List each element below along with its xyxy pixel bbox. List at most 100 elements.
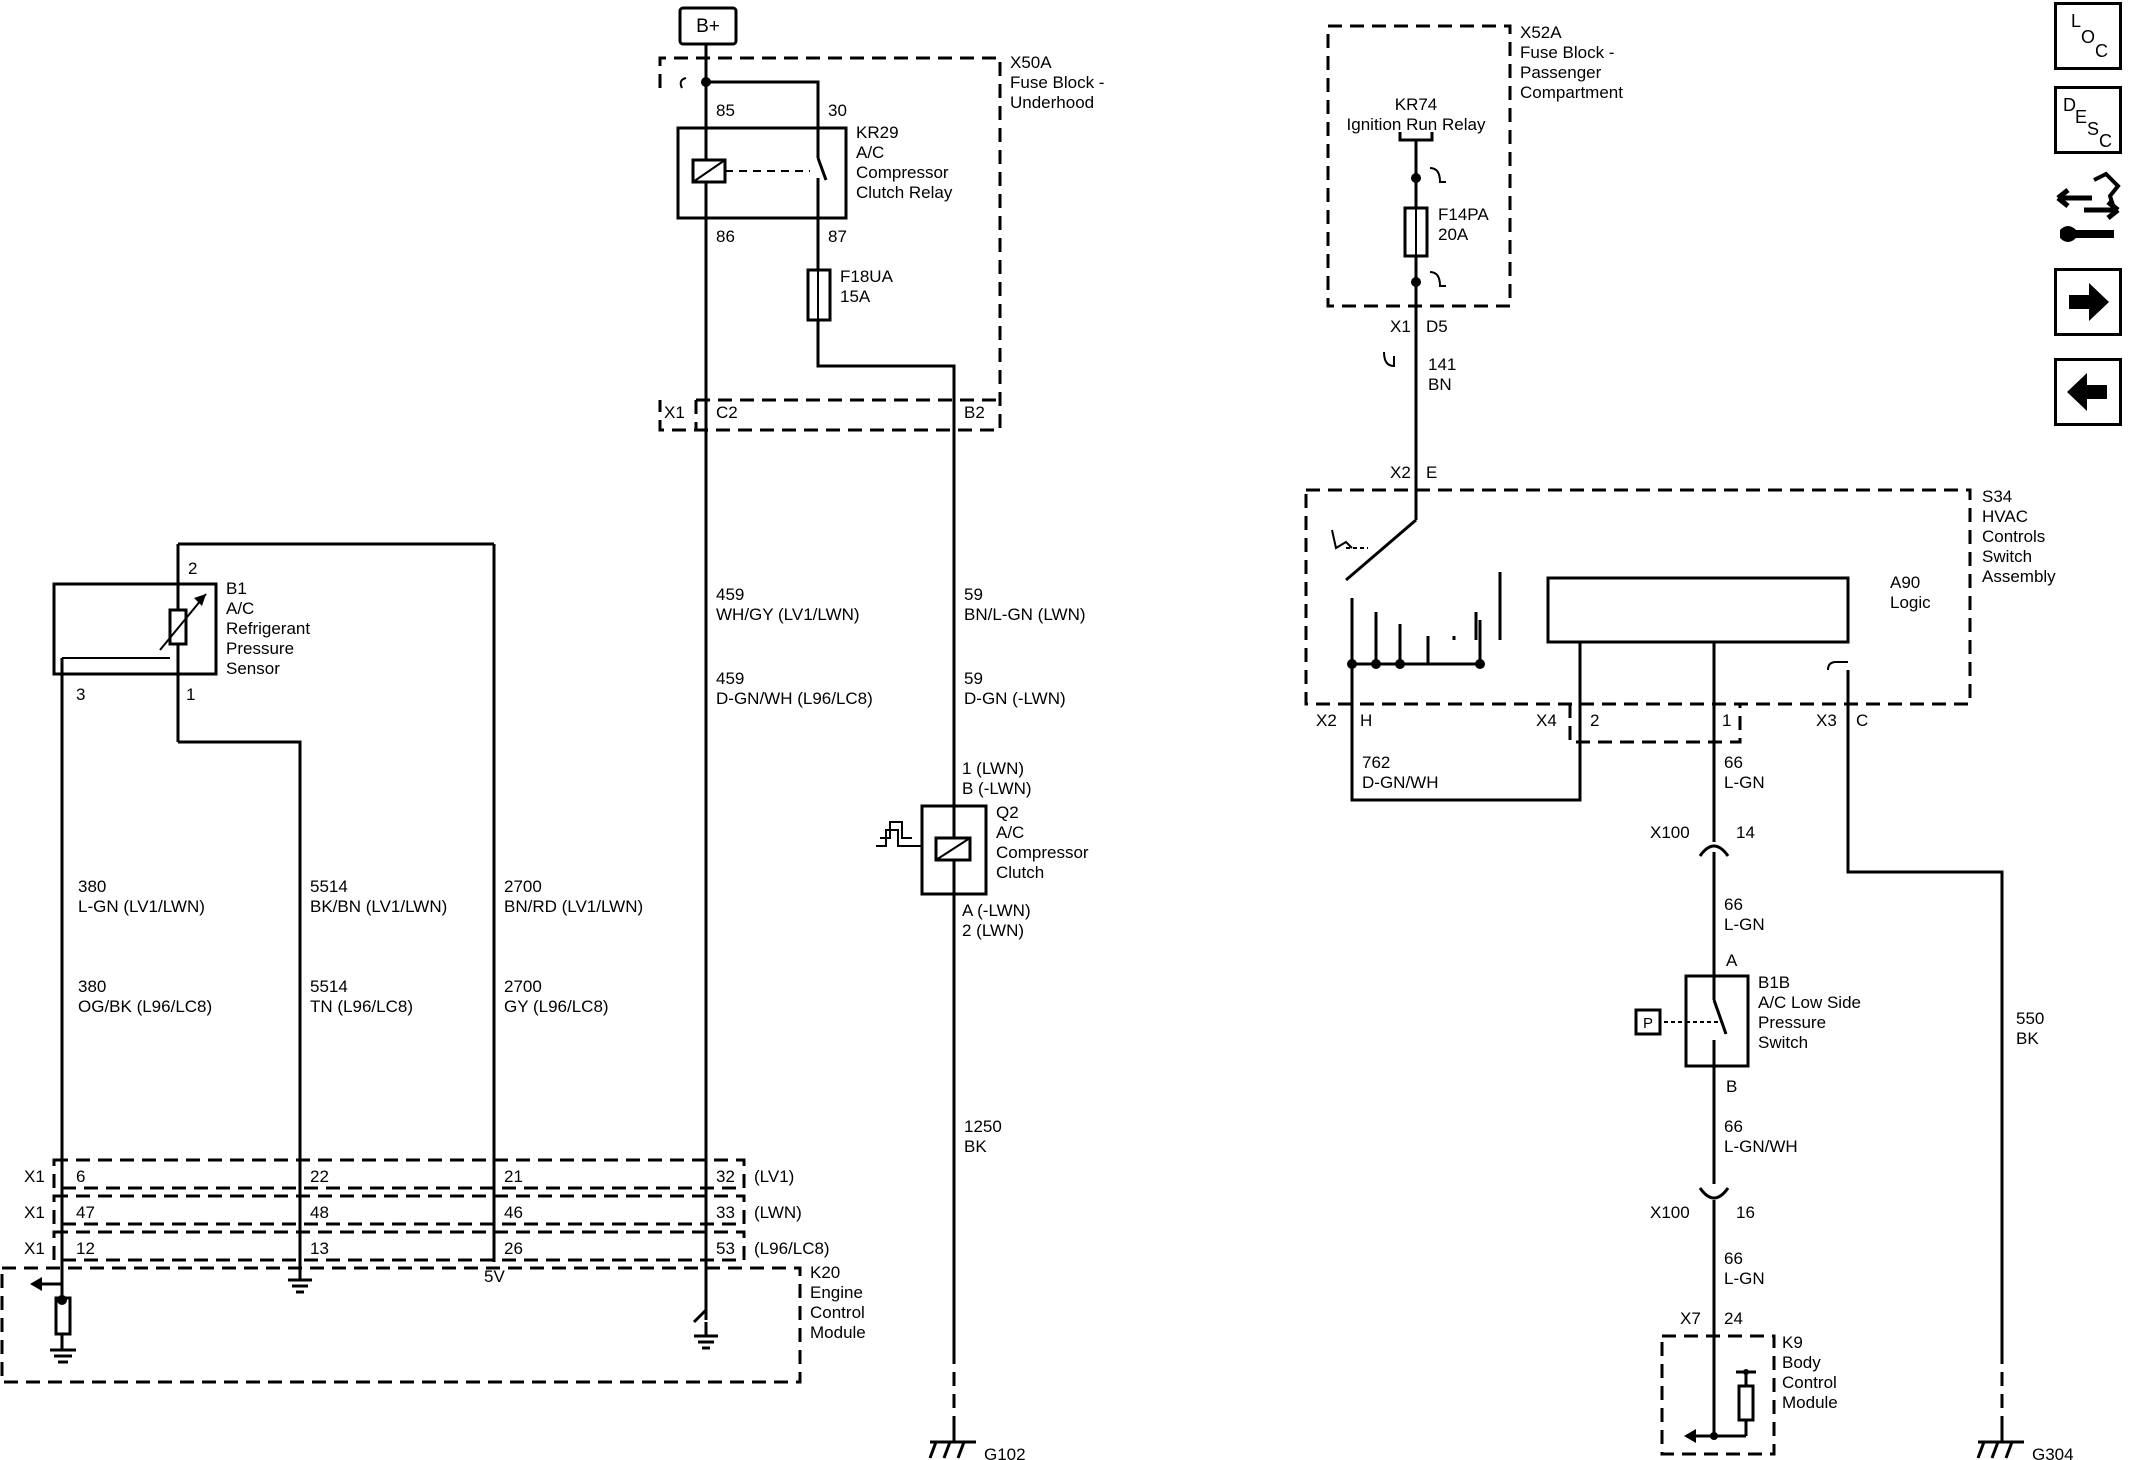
s34-e-label: E (1426, 463, 1437, 482)
b1-label-3: Pressure (226, 639, 294, 658)
kr29-pin-86: 86 (716, 227, 735, 246)
ecm-row2-option: (LWN) (754, 1203, 802, 1222)
low-side-pressure-switch: A P B1B A/C Low Side Pressure Switch B (1634, 951, 1861, 1096)
b1-label-2: Refrigerant (226, 619, 310, 638)
k9-pin-24: 24 (1724, 1309, 1743, 1328)
k20-label-3: Module (810, 1323, 866, 1342)
wire-459b-circuit: 459 (716, 669, 744, 688)
ecm-row1-option: (LV1) (754, 1167, 794, 1186)
arrow-left-icon (2067, 373, 2107, 411)
wire-5514 (178, 740, 302, 1280)
f18ua-id: F18UA (840, 267, 894, 286)
compressor-clutch-q2: 1 (LWN) B (-LWN) Q2 A/C Compressor Clutc… (876, 759, 1089, 940)
wire-380a-color: L-GN (LV1/LWN) (78, 897, 205, 916)
wire-1250-circuit: 1250 (964, 1117, 1002, 1136)
location-view-button[interactable]: L O C (2054, 2, 2122, 70)
kr29-pin-87: 87 (828, 227, 847, 246)
wire-5514b-color: TN (L96/LC8) (310, 997, 413, 1016)
s34-label-2: Controls (1982, 527, 2045, 546)
hvac-controls-switch-assembly: X2 E S34 HVAC Controls Switch Assembly A… (1304, 463, 2056, 744)
b1b-label-1: A/C Low Side (1758, 993, 1861, 1012)
wire-66c-circuit: 66 (1724, 1117, 1743, 1136)
k20-label-2: Control (810, 1303, 865, 1322)
wire-66d-circuit: 66 (1724, 1249, 1743, 1268)
ecm-connector-row-1: X1 6 22 21 32 (LV1) (24, 1158, 794, 1190)
x52a-label-3: Compartment (1520, 83, 1623, 102)
s34-label-1: HVAC (1982, 507, 2028, 526)
x52a-d5-label: D5 (1426, 317, 1448, 336)
previous-page-button[interactable] (2054, 358, 2122, 426)
battery-positive-source: B+ (678, 6, 738, 46)
x100-pin-16: 16 (1736, 1203, 1755, 1222)
x52a-label-2: Passenger (1520, 63, 1602, 82)
b1-label-4: Sensor (226, 659, 280, 678)
ecm-row3-pin-13: 13 (310, 1239, 329, 1258)
s34-id: S34 (1982, 487, 2012, 506)
wire-550-color: BK (2016, 1029, 2039, 1048)
s34-x4-label: X4 (1536, 711, 1557, 730)
wire-141-circuit: 141 (1428, 355, 1456, 374)
diagnostic-tools-button[interactable] (2054, 168, 2122, 254)
desc-letter-e: E (2075, 107, 2087, 127)
s34-x3-label: X3 (1816, 711, 1837, 730)
ecm-row2-conn: X1 (24, 1203, 45, 1222)
q2-label-2: Compressor (996, 843, 1089, 862)
ecm-row3-pin-53: 53 (716, 1239, 735, 1258)
q2-label-1: A/C (996, 823, 1024, 842)
wire-66a-circuit: 66 (1724, 753, 1743, 772)
ecm-row1-pin-21: 21 (504, 1167, 523, 1186)
fuse-f14pa: F14PA 20A (1403, 205, 1489, 258)
fuse-block-passenger-compartment: X52A Fuse Block - Passenger Compartment (1326, 23, 1623, 308)
x100-top-id: X100 (1650, 823, 1690, 842)
desc-letter-s: S (2087, 119, 2099, 139)
wire-59b-color: D-GN (-LWN) (964, 689, 1066, 708)
next-page-button[interactable] (2054, 268, 2122, 336)
loc-letter-l: L (2071, 11, 2081, 31)
wire-2700b-circuit: 2700 (504, 977, 542, 996)
kr29-label-3: Clutch Relay (856, 183, 953, 202)
wire-59a-circuit: 59 (964, 585, 983, 604)
b1b-pressure-symbol: P (1643, 1015, 1653, 1032)
x50a-label-2: Underhood (1010, 93, 1094, 112)
kr74-name: Ignition Run Relay (1347, 115, 1486, 134)
inline-connector-x100-14: X100 14 (1650, 823, 1755, 857)
b1b-label-2: Pressure (1758, 1013, 1826, 1032)
ecm-row3-pin-26: 26 (504, 1239, 523, 1258)
loc-letter-o: O (2081, 27, 2095, 47)
description-view-button[interactable]: D E S C (2054, 86, 2122, 154)
arrow-right-icon (2069, 283, 2109, 321)
ecm-row2-pin-48: 48 (310, 1203, 329, 1222)
q2-label-3: Clutch (996, 863, 1044, 882)
k20-label-1: Engine (810, 1283, 863, 1302)
wrench-arrows-icon (2056, 171, 2121, 242)
k20-id: K20 (810, 1263, 840, 1282)
q2-top-pin-2: B (-LWN) (962, 779, 1032, 798)
s34-x2-bottom-label: X2 (1316, 711, 1337, 730)
wire-66b-color: L-GN (1724, 915, 1765, 934)
fuse-f18ua: F18UA 15A (806, 218, 894, 322)
wire-762-circuit: 762 (1362, 753, 1390, 772)
wire-59b-circuit: 59 (964, 669, 983, 688)
wire-2700a-circuit: 2700 (504, 877, 542, 896)
power-source-label: B+ (696, 16, 720, 37)
q2-bottom-pin-2: 2 (LWN) (962, 921, 1024, 940)
k9-label-1: Body (1782, 1353, 1821, 1372)
wire-5514a-circuit: 5514 (310, 877, 348, 896)
b1-label-1: A/C (226, 599, 254, 618)
s34-x4-pin-1: 1 (1722, 711, 1731, 730)
x50a-c2-label: C2 (716, 403, 738, 422)
s34-label-4: Assembly (1982, 567, 2056, 586)
wire-459a-circuit: 459 (716, 585, 744, 604)
q2-top-pin-1: 1 (LWN) (962, 759, 1024, 778)
desc-letter-c: C (2099, 131, 2112, 151)
g102-label: G102 (984, 1445, 1026, 1460)
loc-letter-c: C (2095, 41, 2108, 61)
ecm-row2-pin-47: 47 (76, 1203, 95, 1222)
kr29-id: KR29 (856, 123, 899, 142)
wire-66b-circuit: 66 (1724, 895, 1743, 914)
a90-name: Logic (1890, 593, 1931, 612)
ecm-row1-pin-22: 22 (310, 1167, 329, 1186)
x52a-x1-label: X1 (1390, 317, 1411, 336)
wire-59a-color: BN/L-GN (LWN) (964, 605, 1086, 624)
